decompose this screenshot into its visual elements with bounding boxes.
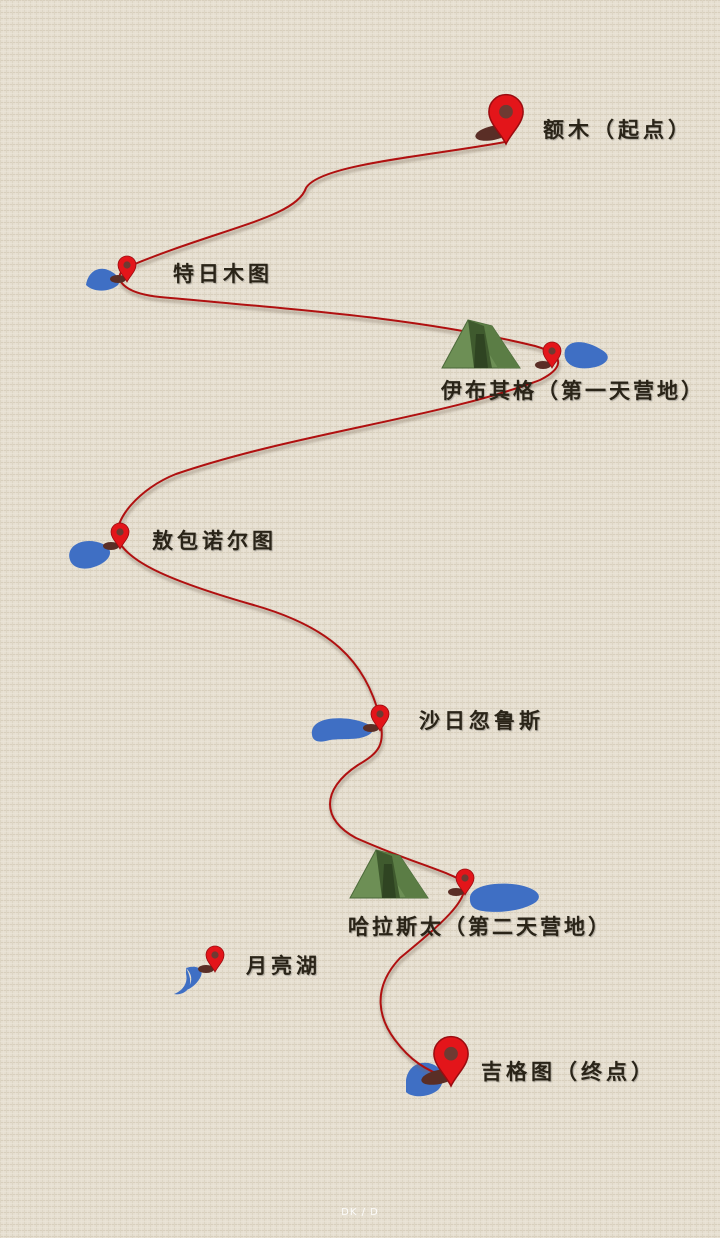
lake-yueliang [174,966,202,995]
place-label-hala: 哈拉斯太（第二天营地） [348,914,612,939]
place-label-sha: 沙日忽鲁斯 [419,708,544,733]
lake-hala [469,883,539,912]
place-label-jige: 吉格图（终点） [481,1059,656,1084]
place-label-teri: 特日木图 [173,261,273,286]
place-label-yueliang: 月亮湖 [246,953,321,978]
place-label-aobao: 敖包诺尔图 [152,528,277,553]
lake-sha [311,718,373,742]
place-label-yibu: 伊布其格（第一天营地） [441,378,705,403]
lake-yibu [564,342,608,369]
lake-teri [86,268,120,291]
lake-aobao [69,541,111,569]
watermark: DK / D [341,1207,379,1218]
place-label-emu: 额木（起点） [543,117,693,142]
